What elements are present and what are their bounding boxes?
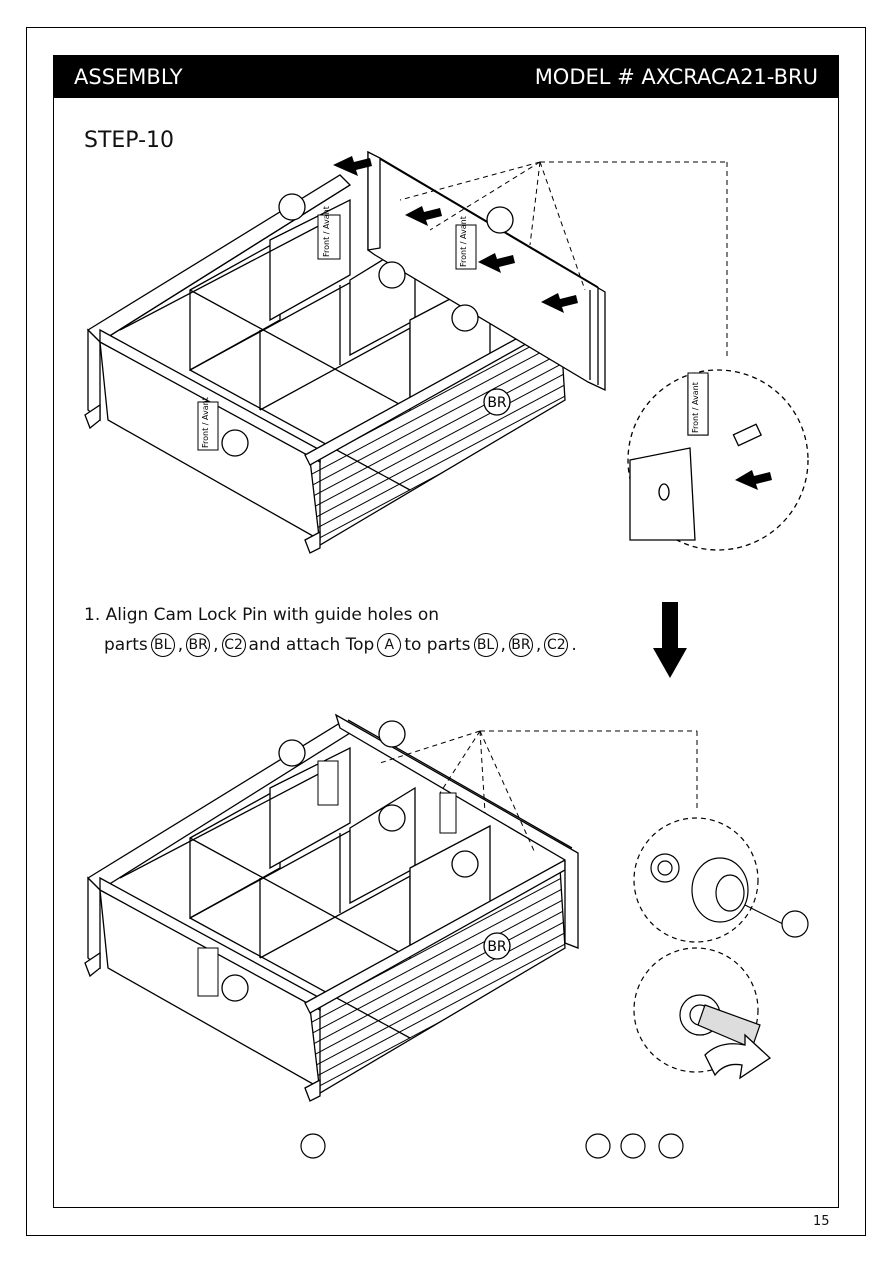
step-title: STEP-10 [84,128,175,153]
front-label-text: Front / Avant [322,206,331,257]
front-label-text: Front / Avant [691,382,700,433]
front-label-text: Front / Avant [201,397,210,448]
cabinet-assembled-view [84,713,698,1102]
part-br-badge-2: BR [508,633,533,657]
part-bl-badge: BL [150,633,175,657]
part-a-badge: A [377,633,402,657]
page-number: 15 [813,1214,830,1229]
cabinet-exploded-view [84,150,809,554]
panel-label-br-bottom: BR [487,939,507,955]
panel-label-br-top: BR [487,395,507,411]
part-c2-badge: C2 [221,633,246,657]
instruction-line-1: 1. Align Cam Lock Pin with guide holes o… [84,605,440,625]
instruction-prefix: parts [104,635,148,655]
section-title: ASSEMBLY [74,65,183,89]
cam-lock-icon [633,817,809,943]
part-br-badge: BR [186,633,211,657]
part-callout-circles [300,1133,684,1159]
arrow-down-icon [653,602,687,678]
screwdriver-icon [633,947,761,1073]
header-bar: ASSEMBLY MODEL # AXCRACA21-BRU [54,56,838,98]
instruction-middle: and attach Top [248,635,375,655]
rotate-arrow-icon [704,1033,772,1080]
model-number: MODEL # AXCRACA21-BRU [534,65,818,89]
page-frame [26,27,866,1236]
content-frame [53,55,839,1208]
arrow-icon [333,156,772,490]
front-label-text: Front / Avant [459,216,468,267]
front-label-tags [197,214,709,451]
instruction-end: . [571,635,577,655]
instruction-line-2: parts BL, BR, C2 and attach Top A to par… [84,630,577,660]
part-bl-badge-2: BL [473,633,498,657]
instruction-text: 1. Align Cam Lock Pin with guide holes o… [84,600,577,660]
part-c2-badge-2: C2 [544,633,569,657]
instruction-to: to parts [404,635,471,655]
